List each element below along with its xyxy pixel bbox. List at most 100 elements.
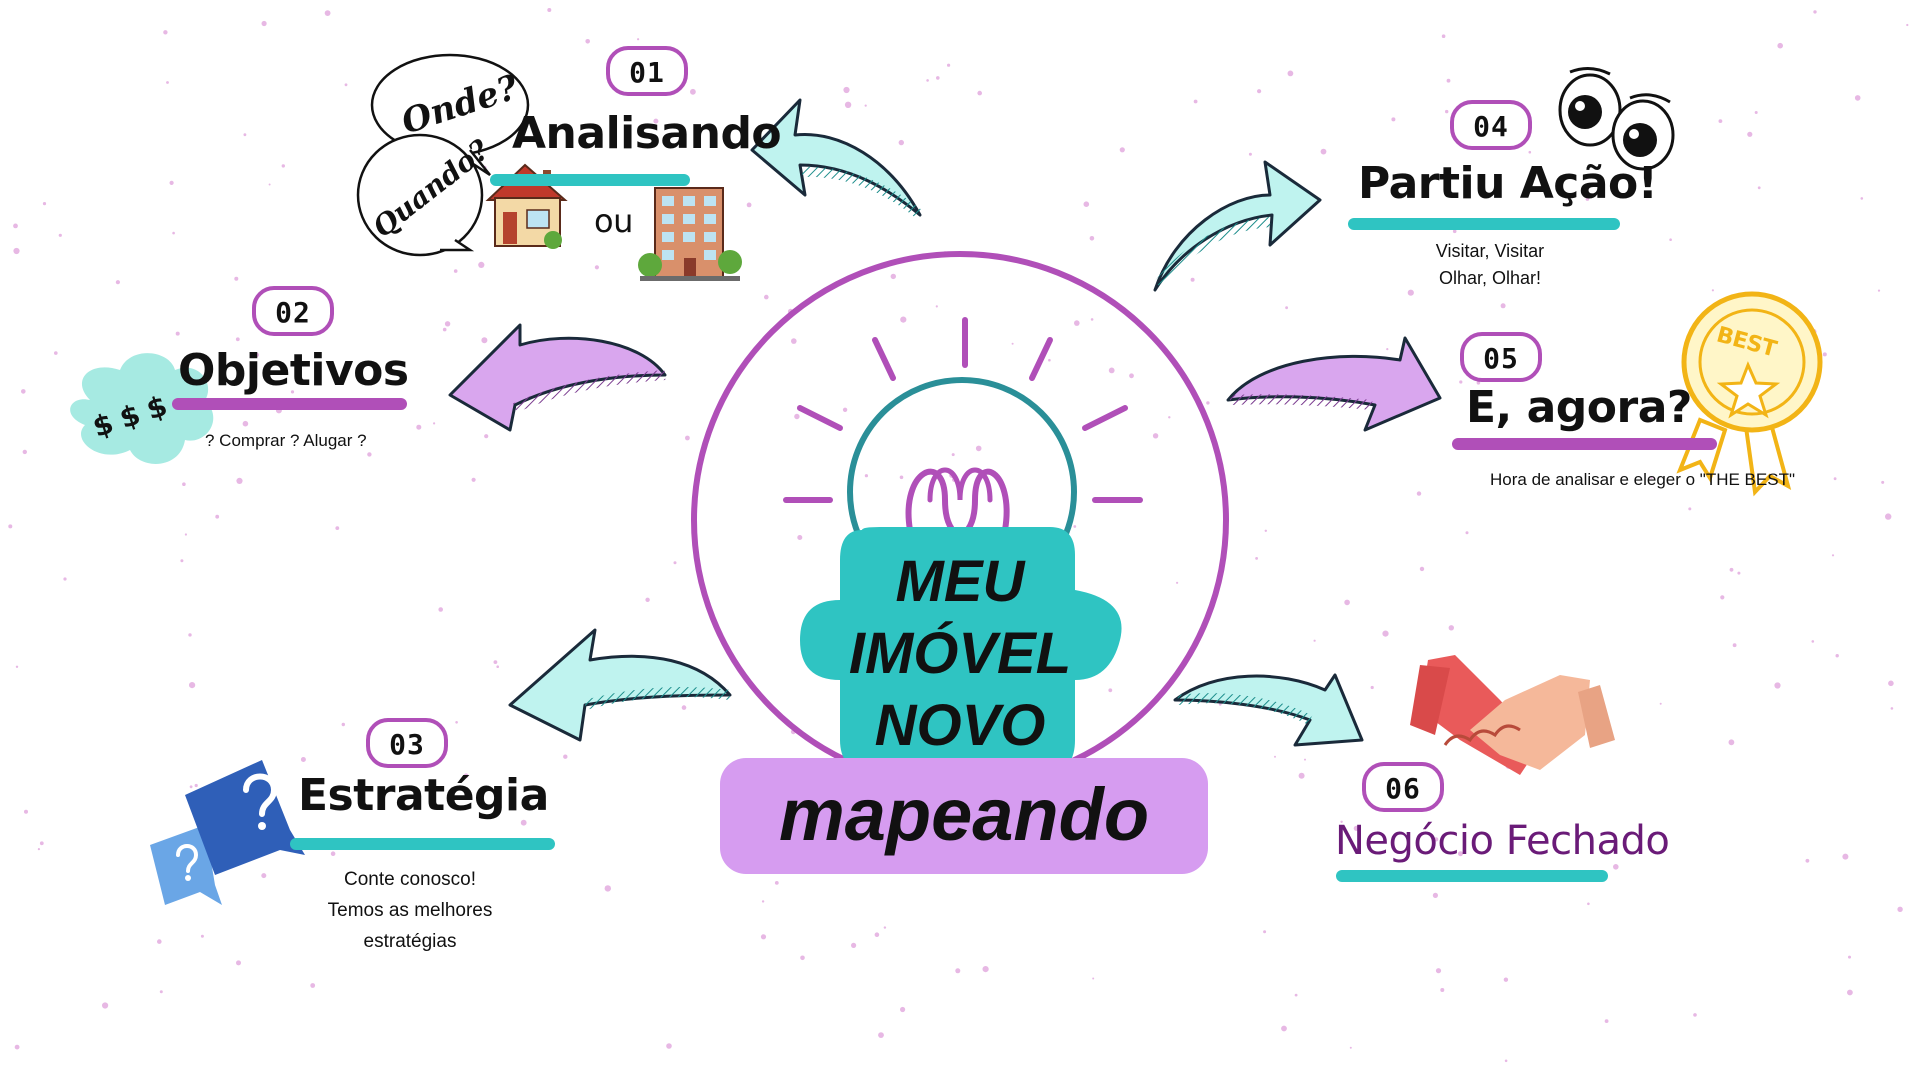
speckle-dot: [344, 83, 348, 87]
speckle-dot: [1729, 567, 1734, 572]
arrow-to-partiu-acao: [1153, 160, 1322, 292]
speckle-dot: [1407, 289, 1414, 296]
speckle-dot: [1255, 557, 1258, 560]
speckle-dot: [1848, 955, 1851, 959]
speckle-dot: [594, 265, 600, 270]
speckle-dot: [1459, 380, 1463, 384]
step-number-05: 05: [1460, 332, 1542, 382]
speckle-dot: [1353, 825, 1359, 831]
speckle-dot: [1313, 639, 1316, 642]
step-title-e-agora: E, agora?: [1466, 382, 1692, 433]
speckle-dot: [1435, 968, 1442, 974]
arrow-to-analisando: [750, 98, 924, 219]
speckle-dot: [172, 231, 175, 235]
speckle-dot: [235, 337, 240, 342]
speckle-dot: [496, 665, 500, 668]
center-title-line-1: MEU: [895, 549, 1025, 614]
step-underline-04: [1348, 218, 1620, 230]
speckle-dot: [24, 809, 28, 814]
speckle-dot: [184, 533, 187, 536]
step-description-03-line-3: estratégias: [363, 931, 457, 952]
handshake-icon: [1410, 655, 1615, 775]
speckle-dot: [1805, 858, 1810, 863]
speckle-dot: [1669, 238, 1672, 241]
step-description-03-line-1: Conte conosco!: [343, 869, 477, 890]
speckle-dot: [1503, 977, 1509, 982]
speckle-dot: [1391, 117, 1396, 122]
lightbulb-icon: [691, 251, 1229, 874]
speckle-dot: [1842, 853, 1849, 860]
speckle-dot: [1906, 23, 1909, 27]
speckle-dot: [236, 960, 241, 966]
speckle-dot: [645, 597, 650, 602]
step-underline-01: [490, 174, 690, 186]
speckle-dot: [1747, 131, 1753, 137]
speckle-dot: [982, 966, 989, 973]
speckle-dot: [367, 452, 372, 457]
speckle-dot: [1448, 625, 1455, 631]
speckle-dot: [310, 983, 316, 988]
speckle-dot: [1659, 702, 1662, 705]
speckle-dot: [1847, 989, 1853, 996]
speckle-dot: [463, 773, 469, 779]
speckle-dot: [335, 526, 340, 530]
speckle-dot: [254, 352, 260, 357]
speckle-dot: [1718, 119, 1723, 123]
speckle-dot: [1754, 111, 1758, 114]
step-number-02: 02: [252, 286, 334, 336]
speckle-dot: [1285, 306, 1288, 310]
eyes-icon: [1558, 67, 1675, 171]
arrow-to-objetivos: [448, 323, 667, 432]
speckle-dot: [1119, 147, 1125, 153]
speckle-dot: [1108, 688, 1113, 693]
speckle-dot: [39, 841, 44, 846]
speckle-dot: [1168, 416, 1171, 419]
speckle-dot: [791, 338, 797, 344]
speckle-dot: [1344, 599, 1350, 606]
speckle-dot: [242, 420, 249, 427]
speckle-dot: [1441, 34, 1446, 38]
speckle-dot: [1737, 571, 1741, 575]
speckle-dot: [1504, 1059, 1508, 1063]
speckle-dot: [1193, 99, 1198, 104]
speckle-dot: [1281, 1025, 1287, 1032]
speckle-dot: [1152, 433, 1159, 439]
speckle-dot: [163, 30, 168, 35]
speckle-dot: [268, 183, 271, 186]
step-underline-02: [172, 398, 407, 410]
speckle-dot: [1833, 477, 1837, 481]
speckle-dot: [761, 900, 765, 903]
question-bubbles-icon: [150, 760, 305, 905]
speckle-dot: [935, 305, 938, 308]
speckle-dot: [1445, 109, 1449, 114]
speckle-dot: [14, 1044, 20, 1050]
speckle-dot: [926, 79, 929, 82]
speckle-dot: [975, 445, 982, 452]
speckle-dot: [442, 327, 447, 332]
money-badge-icon: [70, 353, 214, 464]
speckle-dot: [478, 261, 485, 268]
speckle-dot: [243, 133, 247, 137]
speckle-dot: [637, 38, 640, 41]
speckle-dot: [1089, 236, 1095, 241]
speckle-dot: [1129, 373, 1134, 379]
speckle-dot: [900, 316, 907, 323]
speckle-dot: [234, 276, 239, 281]
step-title-estrategia: Estratégia: [298, 770, 549, 821]
speckle-dot: [166, 81, 169, 84]
speckle-dot: [1811, 640, 1815, 643]
speckle-dot: [1287, 70, 1294, 77]
best-award-icon: [1676, 291, 1823, 497]
speckle-dot: [1382, 630, 1389, 637]
speckle-dot: [1500, 303, 1506, 309]
speckle-dot: [1340, 820, 1343, 823]
speckle-dot: [1452, 229, 1457, 234]
speckle-dot: [453, 269, 458, 273]
speckle-dot: [1881, 480, 1885, 484]
speckle-dot: [890, 273, 896, 280]
speckle-dot: [1257, 89, 1262, 94]
speckle-dot: [563, 754, 568, 759]
speckle-dot: [1294, 993, 1298, 997]
speckle-dot: [1176, 581, 1179, 584]
